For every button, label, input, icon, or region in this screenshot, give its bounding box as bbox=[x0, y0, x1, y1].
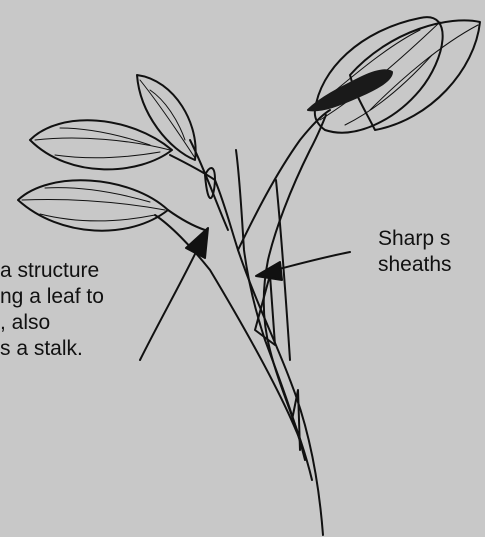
leaf-middle bbox=[137, 75, 196, 160]
annotation-sheath: Sharp s sheaths bbox=[378, 226, 452, 278]
stem-branch-right bbox=[264, 115, 326, 480]
annotation-sheath-line-1: Sharp s bbox=[378, 226, 452, 252]
leaf-lower-left bbox=[18, 180, 168, 230]
stem-branch-left bbox=[155, 215, 300, 440]
stem-to-top-leaf bbox=[238, 110, 330, 250]
annotation-petiole: a structure ng a leaf to , also s a stal… bbox=[0, 258, 104, 362]
annotation-sheath-line-2: sheaths bbox=[378, 252, 452, 278]
annotation-petiole-line-3: , also bbox=[0, 310, 104, 336]
leaf-upper-left bbox=[30, 120, 172, 169]
annotation-petiole-line-1: a structure bbox=[0, 258, 104, 284]
stem-branch-middle bbox=[236, 150, 305, 460]
arrow-petiole bbox=[140, 228, 208, 360]
main-stem bbox=[215, 180, 323, 535]
arrow-sheath bbox=[256, 252, 350, 280]
petiole-3 bbox=[168, 210, 205, 230]
annotation-petiole-line-2: ng a leaf to bbox=[0, 284, 104, 310]
annotation-petiole-line-4: s a stalk. bbox=[0, 336, 104, 362]
